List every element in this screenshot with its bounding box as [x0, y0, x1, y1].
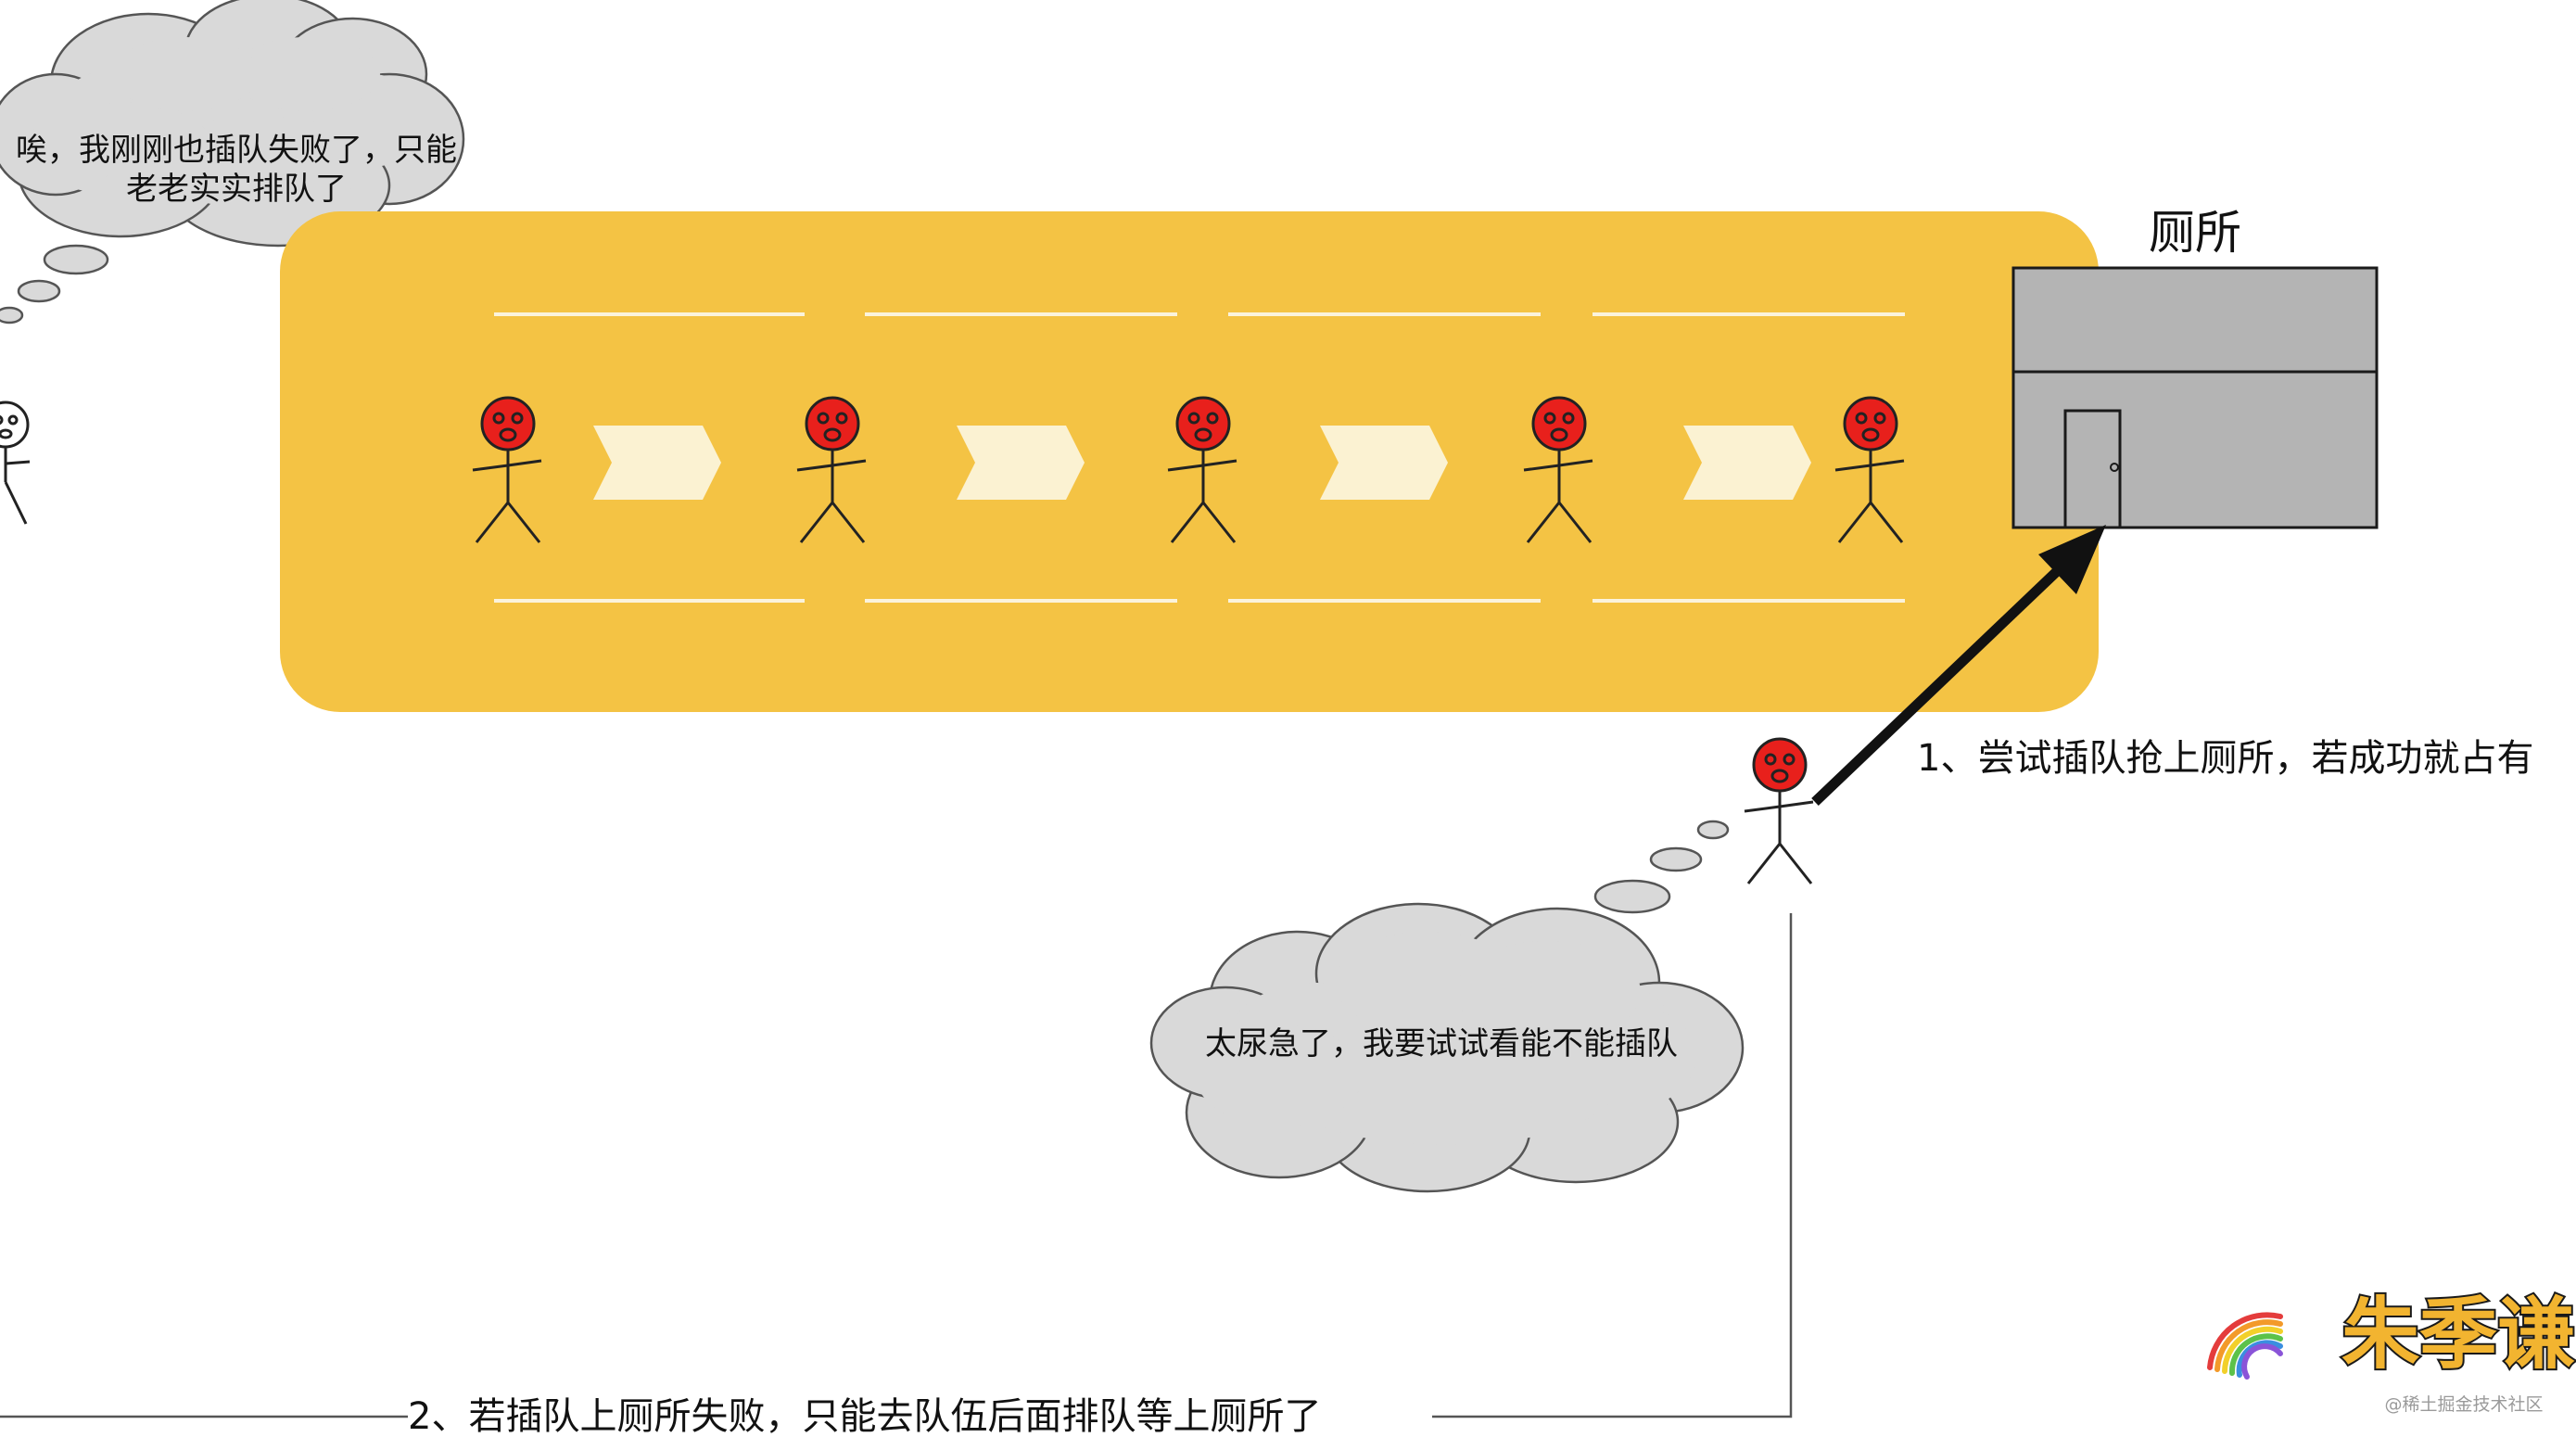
queue-arrow-4 [1683, 426, 1811, 500]
note-fail: 2、若插队上厕所失败，只能去队伍后面排队等上厕所了 [408, 1395, 1321, 1438]
cloud-text-bottom: 太尿急了，我要试试看能不能插队 [1205, 1025, 1678, 1062]
watermark: @稀土掘金技术社区 [2384, 1394, 2543, 1415]
thought-bubbles-bottom [1593, 820, 1730, 914]
thought-cloud-top-left: 唉，我刚刚也插队失败了，只能 老老实实排队了 [0, 0, 465, 324]
person-left-edge [0, 401, 31, 525]
rainbow-logo [2207, 1312, 2283, 1380]
toilet-label: 厕所 [2149, 206, 2241, 260]
brand-name: 朱季谦 [2341, 1289, 2575, 1380]
thought-bubbles [0, 244, 109, 324]
queue-arrow-2 [957, 426, 1085, 500]
thought-cloud-bottom: 太尿急了，我要试试看能不能插队 [1149, 902, 1745, 1193]
queue-band [280, 211, 2099, 712]
door-knob [2110, 463, 2119, 472]
fail-path-line [1432, 913, 1793, 1418]
lane-lines [494, 312, 1905, 603]
cloud-text-line1: 唉，我刚刚也插队失败了，只能 [16, 132, 457, 169]
note-attempt: 1、尝试插队抢上厕所，若成功就占有 [1917, 737, 2533, 780]
cutting-person [1743, 737, 1815, 885]
cloud-text-line2: 老老实实排队了 [126, 171, 347, 208]
toilet-door [2063, 409, 2122, 529]
queue-arrow-1 [593, 426, 721, 500]
toilet-building [2011, 266, 2379, 529]
attempt-arrow [1811, 525, 2106, 806]
queue-arrow-3 [1320, 426, 1448, 500]
